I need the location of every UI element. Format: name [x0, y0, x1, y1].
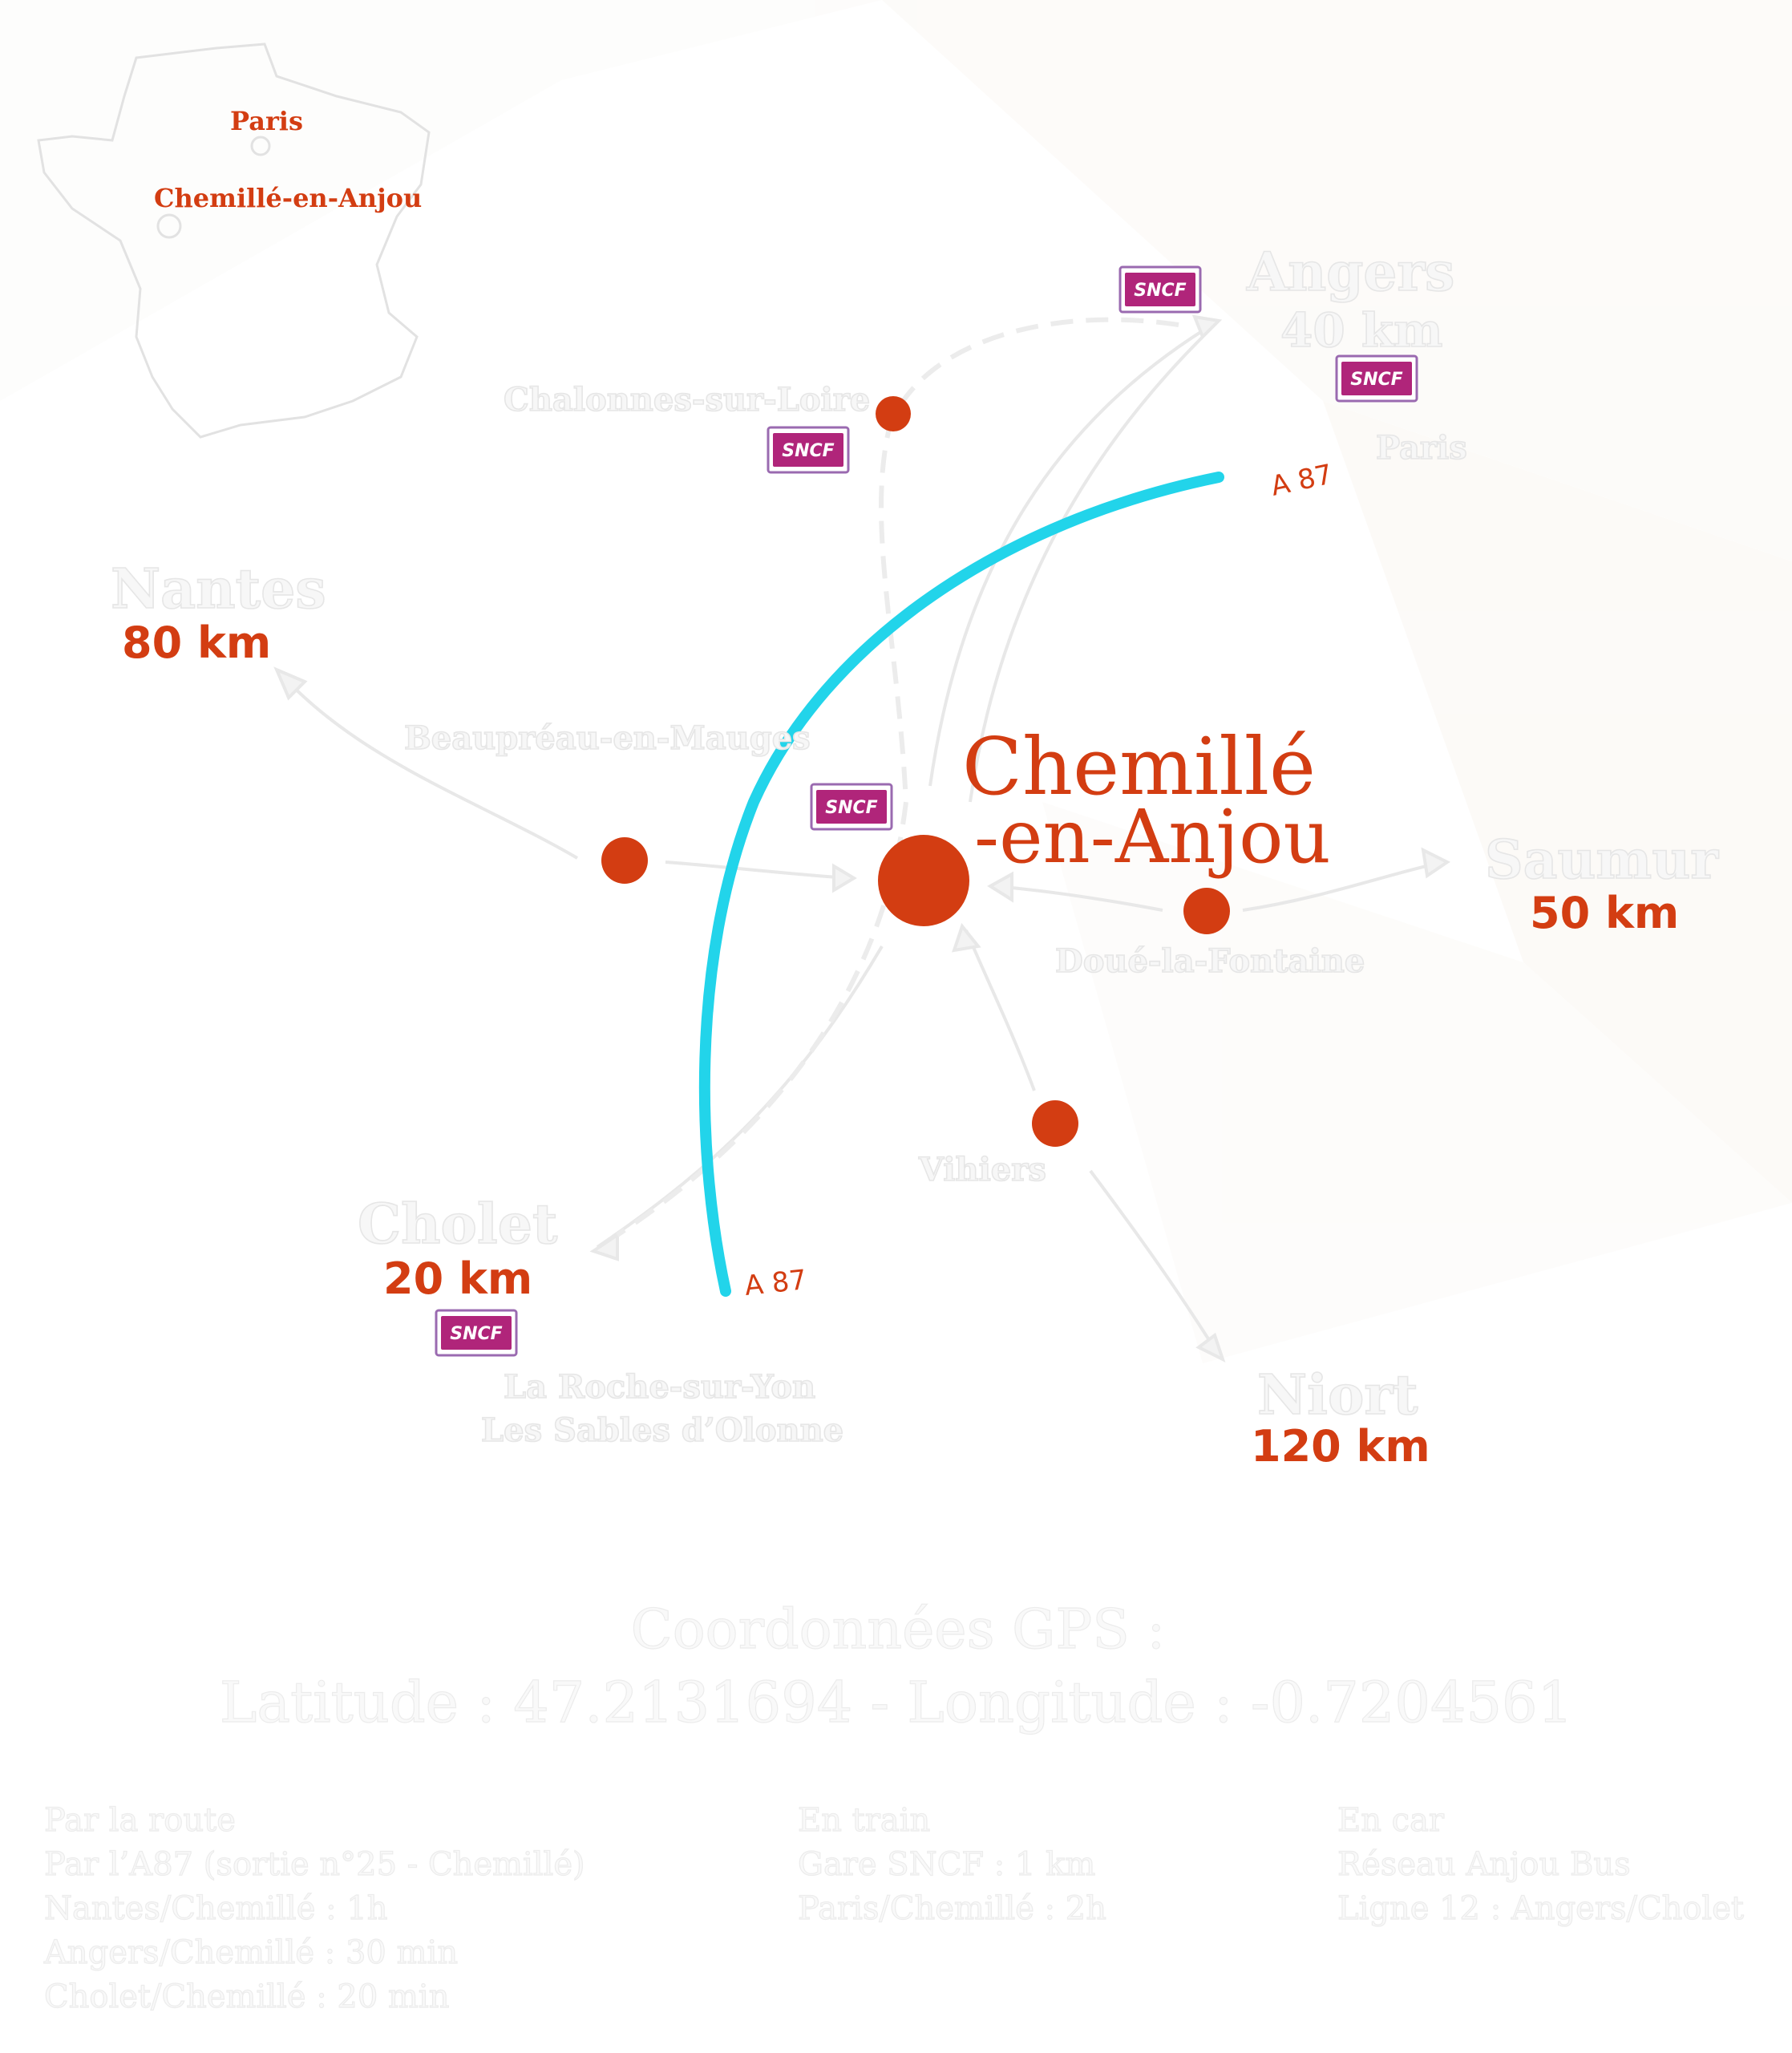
- svg-text:SNCF: SNCF: [1134, 281, 1186, 301]
- road-line-2: Nantes/Chemillé : 1h: [44, 1890, 388, 1927]
- saumur-name: Saumur: [1485, 828, 1719, 891]
- angers-distance: 40 km: [1280, 303, 1442, 358]
- train-line-1: Gare SNCF : 1 km: [798, 1846, 1095, 1883]
- inset-chemille-label: Chemillé-en-Anjou: [154, 183, 422, 213]
- sncf-logo-angers-2: SNCF: [1335, 354, 1418, 403]
- arrow-to-cholet: [596, 945, 884, 1249]
- niort-name: Niort: [1257, 1363, 1418, 1427]
- beaupreau-label: Beaupréau-en-Mauges: [404, 719, 811, 757]
- bus-line-1: Réseau Anjou Bus: [1337, 1846, 1631, 1883]
- chemille-inset-dot: [156, 213, 182, 239]
- center-title-line1: Chemillé: [962, 722, 1316, 813]
- cholet-distance: 20 km: [383, 1253, 532, 1304]
- train-line-2: Paris/Chemillé : 2h: [798, 1890, 1106, 1927]
- niort-distance: 120 km: [1251, 1421, 1430, 1472]
- svg-text:SNCF: SNCF: [825, 798, 877, 818]
- svg-text:SNCF: SNCF: [1350, 370, 1402, 390]
- access-train: En train Gare SNCF : 1 km Paris/Chemillé…: [797, 1801, 1106, 1927]
- saumur-distance: 50 km: [1530, 888, 1679, 938]
- arrow-to-saumur: [1242, 860, 1444, 912]
- gps-coordinates: Latitude : 47.2131694 - Longitude : -0.7…: [220, 1670, 1573, 1735]
- arrow-to-nantes: [279, 672, 579, 860]
- arrow-beaupreau-center: [665, 860, 851, 880]
- inset-paris-label: Paris: [230, 106, 303, 136]
- chalonnes-label: Chalonnes-sur-Loire: [504, 381, 870, 419]
- angers-name: Angers: [1246, 241, 1454, 303]
- sables-label: Les Sables d’Olonne: [481, 1411, 843, 1449]
- sncf-logo-chemille: SNCF: [810, 783, 893, 831]
- laroche-label: La Roche-sur-Yon: [504, 1368, 815, 1406]
- svg-text:SNCF: SNCF: [782, 441, 834, 461]
- rail-line: [616, 317, 1179, 1237]
- paris-route-label: Paris: [1376, 429, 1467, 467]
- background-facets: [0, 0, 1792, 1363]
- arrow-to-angers: [928, 319, 1220, 787]
- arrow-to-niort: [1089, 1169, 1220, 1357]
- sncf-logo-chalonnes: SNCF: [767, 426, 850, 474]
- vihiers-label: Vihiers: [918, 1151, 1046, 1188]
- route-arrows: [273, 314, 1450, 1363]
- vihiers-dot: [1032, 1100, 1078, 1147]
- a87-motorway: [698, 472, 1224, 1297]
- bus-line-2: Ligne 12 : Angers/Cholet: [1337, 1890, 1744, 1927]
- bus-title: En car: [1337, 1802, 1445, 1839]
- sncf-logo-angers-1: SNCF: [1118, 265, 1202, 314]
- access-road: Par la route Par l’A87 (sortie n°25 - Ch…: [42, 1801, 585, 2015]
- chalonnes-dot: [876, 396, 911, 431]
- nantes-name: Nantes: [111, 557, 326, 622]
- svg-text:SNCF: SNCF: [450, 1324, 502, 1344]
- train-title: En train: [798, 1802, 930, 1839]
- access-bus: En car Réseau Anjou Bus Ligne 12 : Anger…: [1337, 1801, 1744, 1927]
- nantes-distance: 80 km: [122, 618, 271, 668]
- sncf-logo-cholet: SNCF: [435, 1309, 518, 1357]
- chemille-dot: [878, 835, 969, 926]
- france-inset: Paris Chemillé-en-Anjou: [37, 43, 431, 439]
- road-line-1: Par l’A87 (sortie n°25 - Chemillé): [44, 1846, 585, 1883]
- cholet-name: Cholet: [358, 1193, 558, 1257]
- doue-label: Doué-la-Fontaine: [1055, 942, 1365, 980]
- gps-title: Coordonnées GPS :: [631, 1598, 1166, 1662]
- a87-label-top: A 87: [1268, 459, 1336, 503]
- road-line-3: Angers/Chemillé : 30 min: [43, 1934, 458, 1971]
- road-line-4: Cholet/Chemillé : 20 min: [44, 1978, 450, 2015]
- arrow-vihiers-center: [965, 929, 1036, 1091]
- center-title-line2: -en-Anjou: [974, 794, 1331, 880]
- a87-label-bottom: A 87: [743, 1264, 808, 1302]
- doue-dot: [1183, 888, 1230, 934]
- road-title: Par la route: [44, 1802, 236, 1839]
- paris-dot: [250, 136, 271, 156]
- beaupreau-dot: [601, 837, 648, 884]
- france-outline: [37, 43, 431, 439]
